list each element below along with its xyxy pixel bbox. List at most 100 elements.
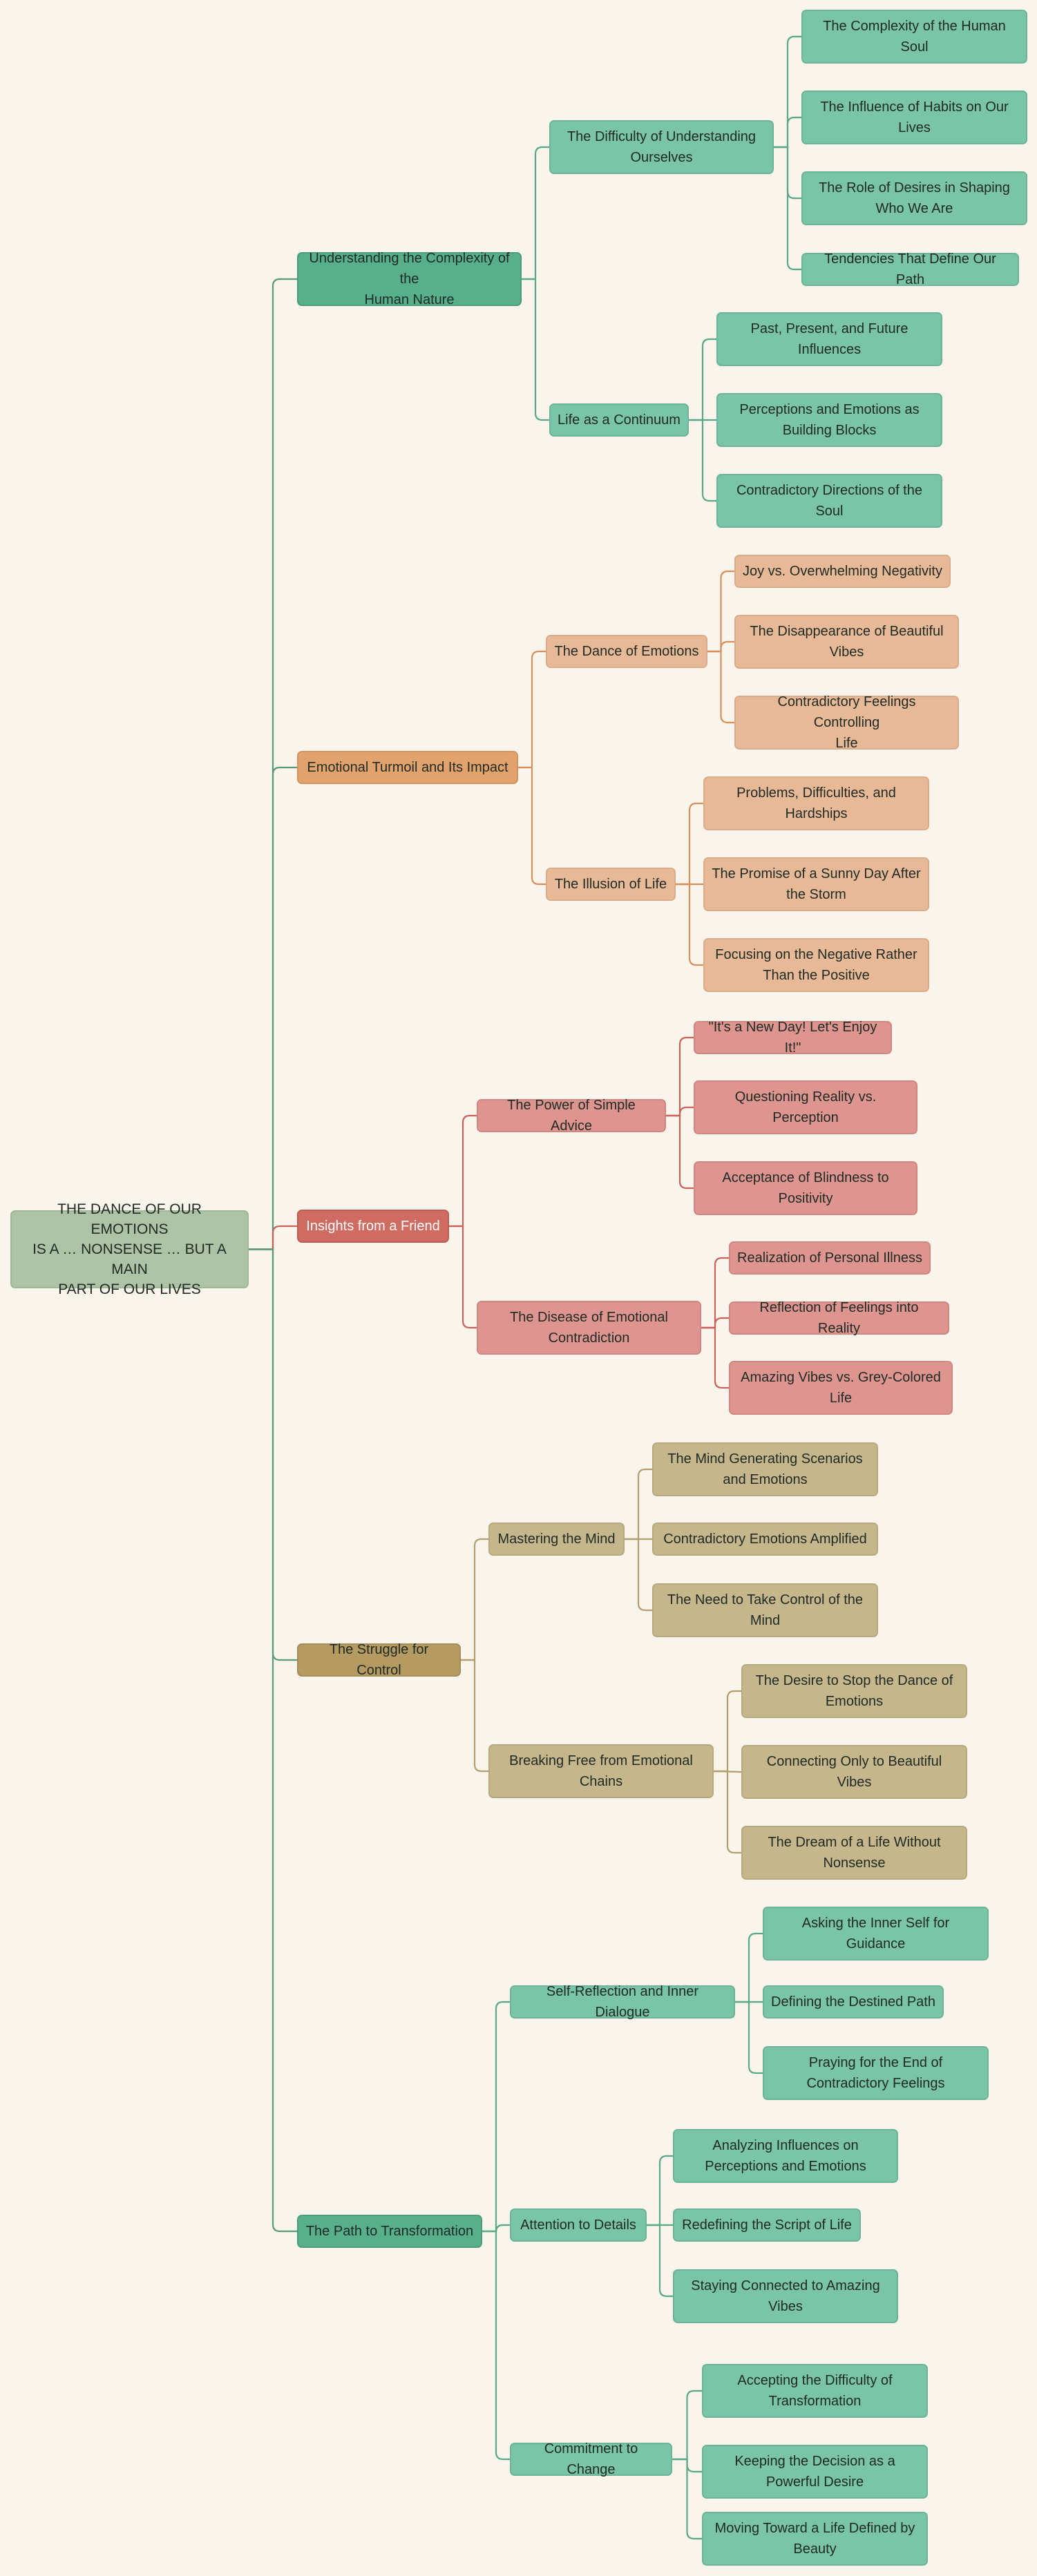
node-label-line: Keeping the Decision as a [734,2454,895,2469]
node-label-line: Beauty [793,2541,837,2557]
node-label-line: Staying Connected to Amazing [691,2278,880,2293]
node-label-line: Perceptions and Emotions [705,2159,866,2174]
node-label-line: Praying for the End of [808,2055,943,2070]
connector-line [482,2224,510,2233]
node-label-line: Defining the Destined Path [771,1994,935,2010]
node-label-line: Focusing on the Negative Rather [715,947,917,962]
node-label-line: Vibes [837,1775,872,1790]
node-label-line: The Mind Generating Scenarios [667,1451,863,1467]
leaf-tendencies-that-define-our-path: Tendencies That Define Our Path [801,251,1019,287]
leaf-keeping-the-decision-as-a-powerful-desire: Keeping the Decision as a Powerful Desire [702,2445,928,2499]
node-label-line: Realization of Personal Illness [737,1250,922,1266]
node-label-line: Life [835,736,858,751]
node-label-line: Contradictory Directions of the [736,483,922,498]
node-label-line: Understanding the Complexity of the [309,251,510,287]
connector-line [774,35,801,149]
topic-mastering-the-mind: Mastering the Mind [488,1523,625,1556]
connector-line [647,2224,673,2298]
node-label-line: Analyzing Influences on [712,2138,859,2153]
connector-line [666,1036,694,1117]
connector-line [701,1326,729,1389]
node-label-line: Redefining the Script of Life [682,2217,852,2233]
node-label-line: Questioning Reality vs. Perception [734,1089,877,1125]
node-label-line: Mind [750,1613,781,1628]
connector-line [735,1932,763,2003]
node-label-line: Soul [815,504,844,519]
connector-line [249,278,297,1250]
node-label-line: Mastering the Mind [497,1532,616,1547]
node-label-line: Self-Reflection and Inner Dialogue [546,1984,699,2020]
node-label-line: Connecting Only to Beautiful [766,1754,942,1769]
topic-the-illusion-of-life: The Illusion of Life [546,868,676,901]
connector-line [707,570,734,653]
node-label-line: PART OF OUR LIVES [58,1281,201,1297]
node-label-line: The Promise of a Sunny Day After [712,866,921,881]
node-label-line: Building Blocks [782,423,877,438]
connector-line [672,2389,702,2461]
leaf-reflection-of-feelings-into-reality: Reflection of Feelings into Reality [729,1300,949,1336]
topic-life-as-a-continuum: Life as a Continuum [549,403,689,437]
connector-line [676,802,703,886]
leaf-the-mind-generating-scenarios-and-emotions: The Mind Generating Scenarios and Emotion… [652,1442,878,1496]
node-label-line: The Difficulty of Understanding [567,129,757,144]
node-label-line: The Desire to Stop the Dance of [755,1673,953,1688]
connector-line [482,2001,510,2233]
node-label-line: Hardships [785,806,848,821]
connector-line [774,116,801,149]
node-label-line: The Illusion of Life [554,877,667,892]
node-label-line: Ourselves [630,150,693,165]
connector-line [701,1317,729,1329]
node-label-line: Vibes [829,645,864,660]
node-label-line: Emotional Turmoil and Its Impact [307,760,508,775]
node-label-line: Contradictory Emotions Amplified [663,1532,867,1547]
node-label-line: Accepting the Difficulty of [737,2373,893,2388]
node-label-line: Insights from a Friend [306,1219,440,1234]
connector-line [676,883,703,966]
node-label-line: Asking the Inner Self for Guidance [801,1916,950,1952]
node-label-line: Acceptance of Blindness to [722,1170,889,1185]
node-label-line: IS A … NONSENSE … BUT A MAIN [32,1241,227,1277]
leaf-redefining-the-script-of-life: Redefining the Script of Life [673,2208,861,2242]
node-label-line: Powerful Desire [765,2474,864,2490]
connector-line [647,2155,673,2226]
connector-line [249,1248,297,2233]
leaf-defining-the-destined-path: Defining the Destined Path [763,1985,944,2019]
connector-line [689,419,716,502]
connector-line [666,1114,694,1190]
node-label-line: "It's a New Day! Let's Enjoy It!" [708,1020,877,1056]
connector-line [461,1538,488,1661]
node-label-line: Breaking Free from Emotional [509,1753,693,1768]
connector-line [625,1468,652,1540]
node-label-line: The Dream of a Life Without [768,1835,941,1850]
connector-line [482,2230,510,2461]
node-label-line: Who We Are [875,201,953,216]
node-label-line: Transformation [768,2394,862,2409]
connector-line [249,1248,297,1661]
node-label-line: THE DANCE OF OUR EMOTIONS [57,1201,202,1237]
connector-line [461,1659,488,1773]
node-label-line: Influences [797,342,862,357]
node-label-line: Chains [579,1774,623,1789]
node-label-line: Contradictory Feelings [806,2076,945,2091]
node-label-line: Past, Present, and Future [750,321,908,336]
node-label-line: The Role of Desires in Shaping [819,180,1010,195]
connector-line [666,1106,694,1117]
connector-line [449,1114,477,1228]
node-label-line: and Emotions [723,1472,808,1487]
leaf-realization-of-personal-illness: Realization of Personal Illness [729,1241,931,1275]
